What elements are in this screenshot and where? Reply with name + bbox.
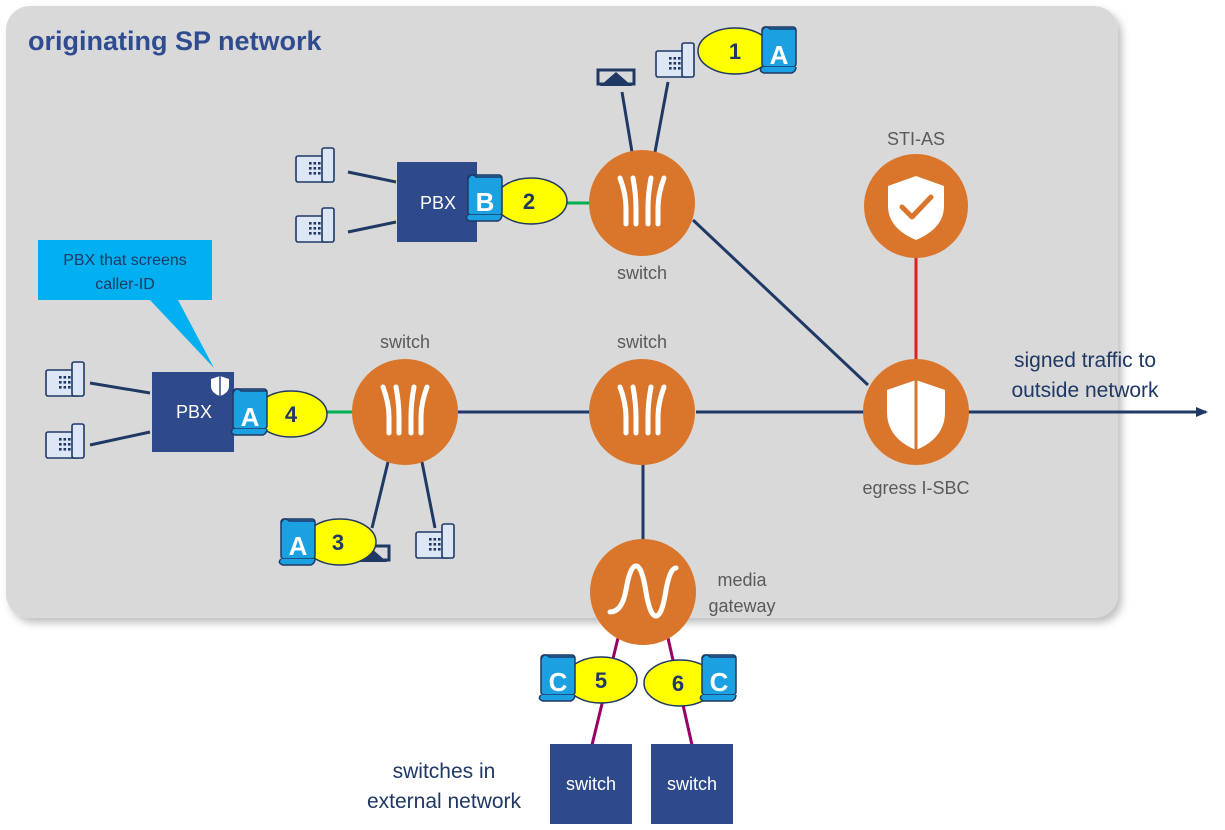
link-top-antenna [620,91,634,153]
pbx-left-label: PBX [176,402,212,422]
media-gateway-label-1: media [717,570,767,590]
media-gateway-node: media gateway [590,539,776,645]
marker-6: 6 C [643,654,737,707]
marker-1-number: 1 [729,39,741,64]
marker-3: 3 A [278,518,377,566]
link-pbx-left-phone2 [89,430,151,447]
callout-pbx-screens: PBX that screens caller-ID [38,240,214,368]
marker-1: 1 A [697,26,797,75]
link-top-phone [653,81,670,153]
ext-switch-1-label: switch [566,774,616,794]
egress-sbc-node: egress I-SBC [862,359,970,498]
sti-as-label: STI-AS [887,129,945,149]
media-gateway-label-2: gateway [708,596,775,616]
network-title: originating SP network [28,26,323,56]
marker-4: 4 A [230,388,328,438]
callout-line-1: PBX that screens [63,252,187,269]
ext-switch-2-label: switch [667,774,717,794]
links [89,81,1208,540]
marker-6-badge: C [710,667,729,697]
marker-5-badge: C [549,667,568,697]
outside-label-2: outside network [1011,379,1159,402]
marker-5-number: 5 [595,668,607,693]
external-label-2: external network [367,790,522,813]
pbx-top-label: PBX [420,193,456,213]
outside-label-1: signed traffic to [1014,349,1156,372]
marker-2: 2 B [465,174,568,225]
link-left-antenna [370,461,390,529]
external-label-1: switches in [393,760,496,783]
link-switch-top-to-sbc [691,218,870,387]
switch-top: switch [589,150,695,283]
ext-switch-2: switch [651,744,733,824]
ext-switch-1: switch [550,744,632,824]
originating-network-region [6,6,1118,618]
switch-center-label: switch [617,332,667,352]
callout-line-2: caller-ID [95,276,155,293]
marker-1-badge: A [770,40,789,70]
switch-top-label: switch [617,263,667,283]
switch-left: switch [352,332,458,465]
marker-2-number: 2 [523,189,535,214]
pbx-left: PBX [152,372,234,452]
link-left-phone [420,461,437,529]
link-pbx-left-phone1 [89,381,151,395]
egress-sbc-label: egress I-SBC [862,478,969,498]
switch-left-label: switch [380,332,430,352]
switch-center: switch [589,332,695,465]
marker-4-badge: A [241,402,260,432]
sti-as-node: STI-AS [864,129,968,258]
marker-3-badge: A [289,531,308,561]
link-pbx-top-phone1 [347,170,397,184]
marker-4-number: 4 [285,402,298,427]
pbx-top: PBX [397,162,477,242]
link-pbx-top-phone2 [347,220,397,234]
shield-check-icon [888,176,944,240]
marker-6-number: 6 [672,671,684,696]
marker-3-number: 3 [332,530,344,555]
marker-5: 5 C [538,654,638,704]
waveform-icon [607,563,679,619]
marker-2-badge: B [476,187,495,217]
